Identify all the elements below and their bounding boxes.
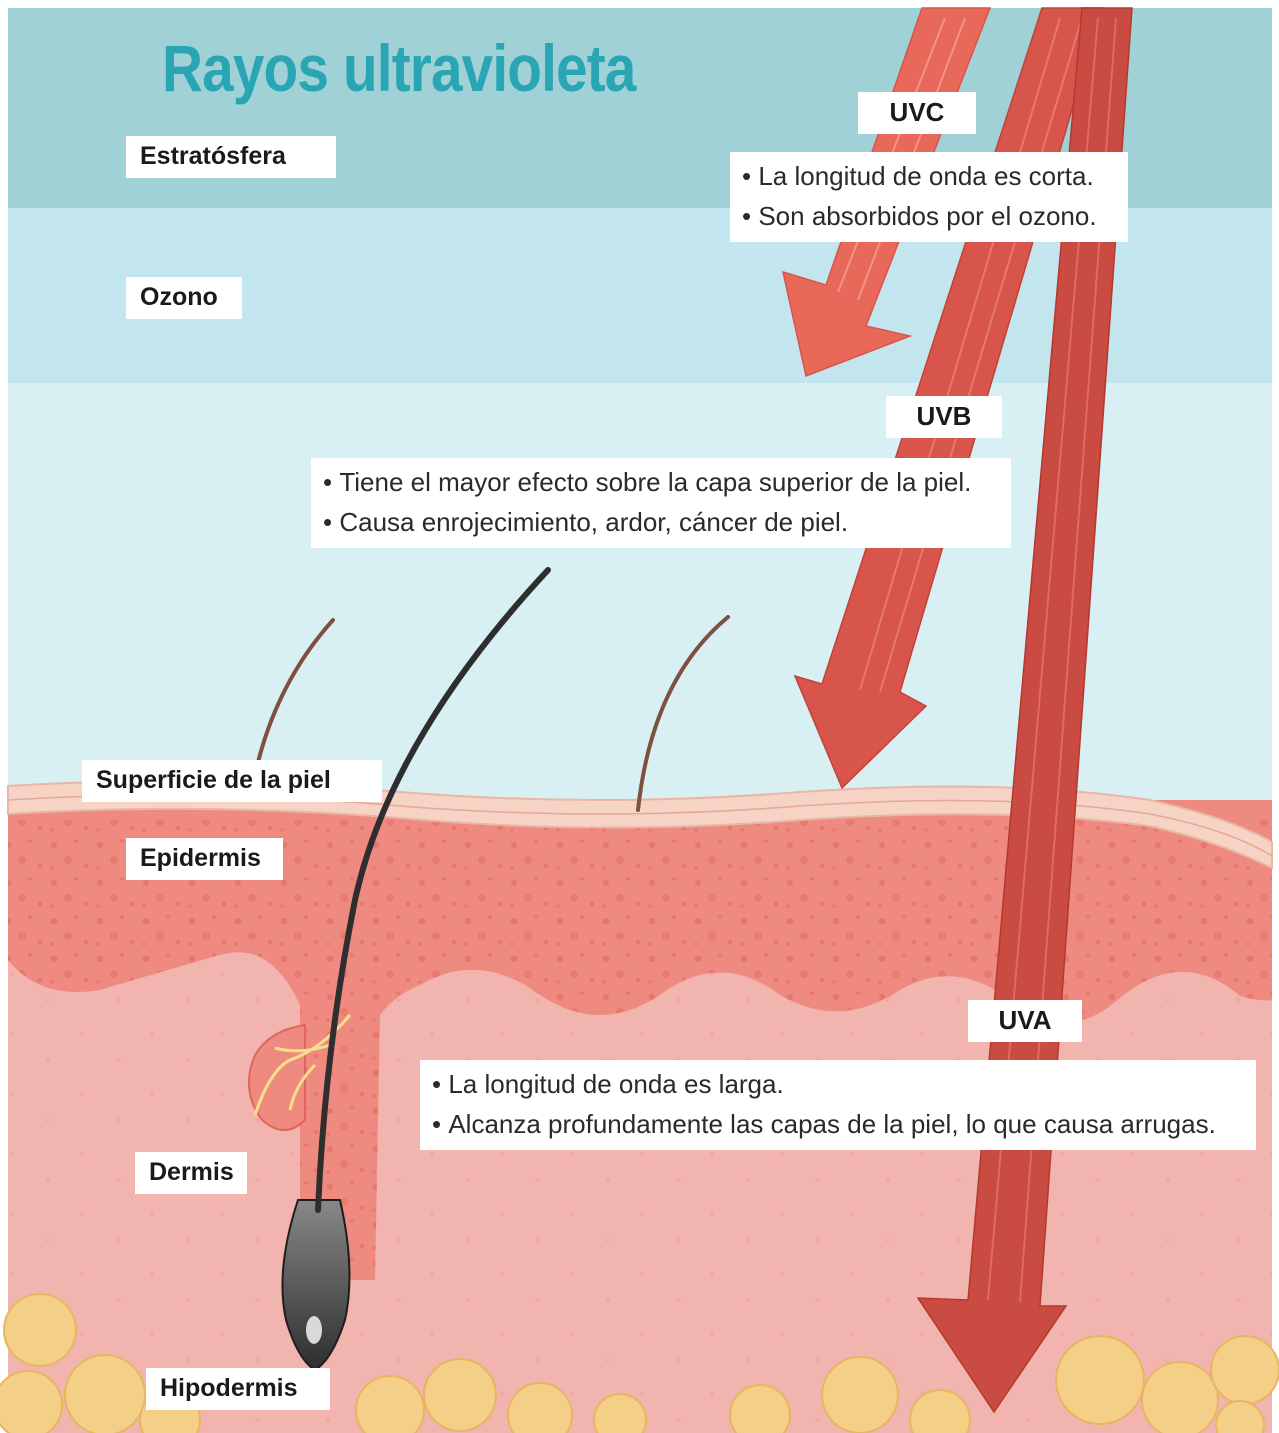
uvc-info-line-1: La longitud de onda es corta. [742, 156, 1114, 196]
uvb-info-line-2: Causa enrojecimiento, ardor, cáncer de p… [323, 502, 997, 542]
uvc-label: UVC [858, 92, 976, 134]
skin-surface-label: Superficie de la piel [82, 760, 382, 802]
stratosphere-label: Estratósfera [126, 136, 336, 178]
epidermis-label: Epidermis [126, 838, 283, 880]
hair-papilla [306, 1316, 322, 1344]
hypodermis-label: Hipodermis [146, 1368, 330, 1410]
uvb-info-box: Tiene el mayor efecto sobre la capa supe… [311, 458, 1011, 548]
dermis-label: Dermis [135, 1152, 247, 1194]
uva-info-box: La longitud de onda es larga. Alcanza pr… [420, 1060, 1256, 1150]
uvc-info-line-2: Son absorbidos por el ozono. [742, 196, 1114, 236]
uva-info-line-1: La longitud de onda es larga. [432, 1064, 1242, 1104]
uvb-label: UVB [886, 396, 1002, 438]
uvc-info-box: La longitud de onda es corta. Son absorb… [730, 152, 1128, 242]
ozone-label: Ozono [126, 277, 242, 319]
uva-label: UVA [968, 1000, 1082, 1042]
page-title: Rayos ultravioleta [162, 28, 635, 108]
uva-info-line-2: Alcanza profundamente las capas de la pi… [432, 1104, 1242, 1144]
uvb-info-line-1: Tiene el mayor efecto sobre la capa supe… [323, 462, 997, 502]
